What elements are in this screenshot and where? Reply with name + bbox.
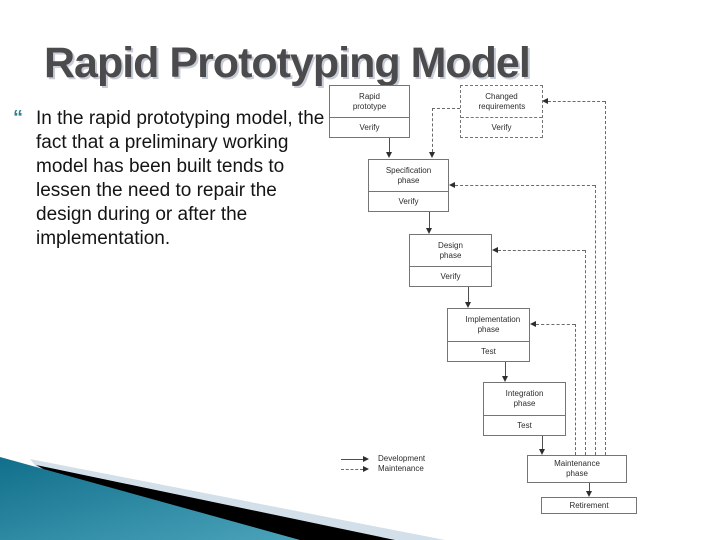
feedback-design-h [498, 250, 585, 251]
legend-development-label: Development [378, 454, 426, 463]
arrow-down-icon [465, 302, 471, 308]
quote-bullet-icon: “ [13, 107, 23, 129]
corner-decoration [0, 457, 445, 540]
box-implementation-phase: Implementation phase Test [447, 308, 530, 362]
box-integration-phase: Integration phase Test [483, 382, 566, 436]
box-label: Maintenance phase [554, 459, 600, 478]
box-label: Changed requirements [478, 91, 526, 111]
arrow-right-icon [363, 456, 369, 462]
box-changed-requirements: Changed requirements Verify [460, 85, 543, 138]
black-stripe-triangle [36, 465, 395, 540]
connector-maintenance-to-retirement [589, 483, 590, 491]
box-retirement: Retirement [541, 497, 637, 514]
box-sublabel: Verify [461, 117, 542, 137]
connector-changedreq-to-specification-h [432, 108, 460, 109]
feedback-implementation-h [536, 324, 575, 325]
connector-prototype-to-specification [389, 138, 390, 152]
arrow-down-icon [539, 449, 545, 455]
box-label: Design phase [438, 240, 463, 260]
box-sublabel: Verify [330, 117, 409, 137]
box-sublabel: Test [448, 341, 529, 361]
feedback-specification-v [595, 185, 596, 455]
arrow-right-icon [363, 466, 369, 472]
body-paragraph: In the rapid prototyping model, the fact… [36, 108, 325, 249]
box-label: Rapid prototype [352, 91, 387, 111]
box-rapid-prototype: Rapid prototype Verify [329, 85, 410, 138]
arrow-down-icon [586, 491, 592, 497]
teal-triangle [0, 457, 300, 540]
arrow-left-icon [542, 98, 548, 104]
feedback-implementation-v [575, 324, 576, 455]
page-title: Rapid Prototyping Model [44, 39, 531, 87]
box-design-phase: Design phase Verify [409, 234, 492, 287]
arrow-down-icon [386, 152, 392, 158]
feedback-specification-h [455, 185, 595, 186]
arrow-left-icon [492, 247, 498, 253]
arrow-down-icon [502, 376, 508, 382]
feedback-changedreq-h [548, 101, 605, 102]
legend-dashed-line [341, 469, 363, 470]
box-maintenance-phase: Maintenance phase [527, 455, 627, 483]
connector-integration-to-maintenance [542, 436, 543, 449]
box-sublabel: Test [484, 415, 565, 435]
feedback-design-v [585, 250, 586, 455]
arrow-down-icon [426, 228, 432, 234]
legend-solid-line [341, 459, 363, 460]
box-sublabel: Verify [369, 191, 448, 211]
box-label: Specification phase [385, 165, 432, 185]
arrow-down-icon [429, 152, 435, 158]
box-label: Implementation phase [465, 315, 521, 334]
connector-design-to-implementation [468, 287, 469, 302]
feedback-changedreq-v [605, 101, 606, 455]
arrow-left-icon [530, 321, 536, 327]
arrow-left-icon [449, 182, 455, 188]
box-label: Integration phase [505, 389, 544, 408]
connector-changedreq-to-specification-v [432, 108, 433, 152]
box-sublabel: Verify [410, 266, 491, 286]
box-label: Retirement [569, 500, 609, 510]
box-specification-phase: Specification phase Verify [368, 159, 449, 212]
legend-maintenance-label: Maintenance [378, 464, 424, 473]
connector-specification-to-design [429, 212, 430, 228]
connector-implementation-to-integration [505, 362, 506, 376]
